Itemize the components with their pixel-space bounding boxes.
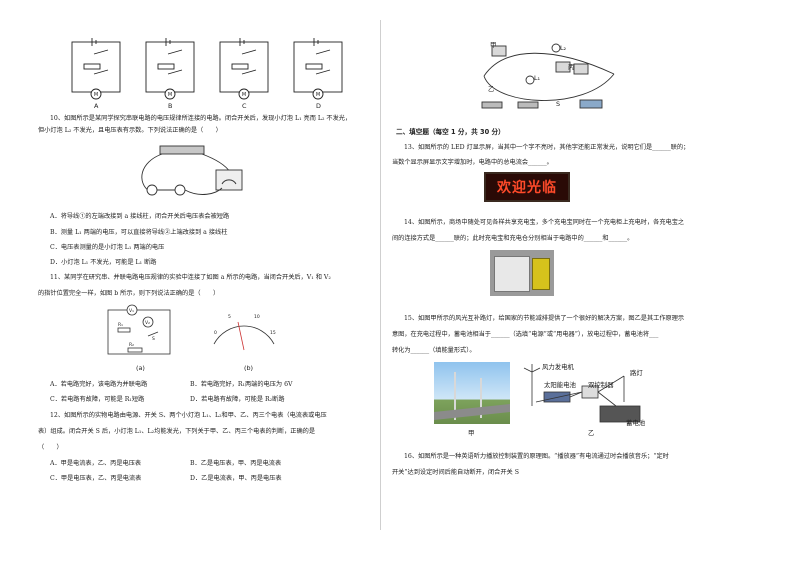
circuit-a <box>71 38 121 100</box>
svg-text:M: M <box>168 92 172 98</box>
fig-label-bing: 丙 <box>568 63 575 71</box>
q10-option-b: B．测量 L₁ 两端的电压，可以直接将导线②上端改接到 a 接线柱 <box>50 229 228 236</box>
q15-line3: 转化为______（填能量形式）。 <box>392 347 476 354</box>
q10-option-a: A．将导线①的左端改接到 a 接线柱，闭合开关后电压表会被短路 <box>50 213 230 220</box>
q11-option-d: D．若电路有故障，可能是 R₂断路 <box>190 396 285 403</box>
q10-circuit-figure <box>141 145 243 196</box>
q11-fig-a-caption: (a) <box>136 364 145 372</box>
q15-label-jia: 甲 <box>468 429 475 437</box>
q14-line1: 14、如图所示，商场中随处可见各样共享充电宝，多个充电宝同时在一个充电柜上充电时… <box>404 219 685 226</box>
svg-text:M: M <box>316 92 320 98</box>
q12-option-b: B．乙是电压表，甲、丙是电流表 <box>190 460 282 467</box>
svg-text:V₁: V₁ <box>129 308 134 314</box>
fig-label-l2: L₂ <box>560 44 567 52</box>
svg-text:M: M <box>94 92 98 98</box>
q11-line2: 的指针位置完全一样，如图 b 所示，则下列说法正确的是（ ） <box>38 290 220 297</box>
q11-line1: 11、某同学在研究串、并联电路电压规律的实验中连接了如图 a 所示的电路，当闭合… <box>50 274 331 281</box>
q11-option-c: C．若电路有故障，可能是 R₁短路 <box>50 396 145 403</box>
q12-line3: （ ） <box>38 444 63 451</box>
q12-option-a: A．甲是电流表，乙、丙是电压表 <box>50 460 142 467</box>
q12-option-d: D．乙是电流表，甲、丙是电压表 <box>190 475 282 482</box>
q15-label-solar: 太阳能电池 <box>544 381 576 389</box>
q11-option-b: B．若电路完好，R₁两端的电压为 6V <box>190 381 293 388</box>
q15-principle-diagram <box>523 364 641 423</box>
circuit-label-c: C <box>242 102 247 110</box>
svg-text:S: S <box>152 336 155 342</box>
section2-title: 二、填空题（每空 1 分，共 30 分） <box>396 128 505 136</box>
svg-text:R₂: R₂ <box>129 342 134 348</box>
led-sign: 欢迎光临 <box>484 172 570 202</box>
svg-text:5: 5 <box>228 314 231 320</box>
q13-line1: 13、如图所示的 LED 灯显示屏，当其中一个字不亮时，其他字还能正常发光，说明… <box>404 144 690 151</box>
circuit-label-b: B <box>168 102 173 110</box>
q15-label-battery: 蓄电池 <box>626 419 646 427</box>
q15-line1: 15、如图甲所示的风光互补路灯，给国家的节能减排提供了一个很好的解决方案，图乙是… <box>404 315 685 322</box>
svg-text:10: 10 <box>254 314 260 320</box>
q11-option-a: A．若电路完好，该电路为并联电路 <box>50 381 148 388</box>
q10-option-c: C．电压表测量的是小灯泡 L₁ 两端的电压 <box>50 244 165 251</box>
q13-line2: 当数个显示屏显示文字增加时，电路中的总电流会______。 <box>392 159 553 166</box>
svg-text:15: 15 <box>270 330 276 336</box>
streetlight-photo <box>434 362 510 424</box>
q12-wiring-figure <box>481 43 615 109</box>
q15-label-controller: 双控制器 <box>588 381 614 389</box>
q11-fig-b-caption: (b) <box>244 364 254 372</box>
left-column: M M M M A B C D 10、如图所示是某同学探究串联电路的电压规律所连接的电… <box>38 0 376 566</box>
svg-text:0: 0 <box>214 330 217 336</box>
circuit-label-d: D <box>316 102 321 110</box>
q11-figures: V₁ V₂ R₁ R₂ S 0 5 10 15 <box>107 304 276 355</box>
fig-label-yi: 乙 <box>488 85 495 93</box>
q12-line1: 12、如图所示的实物电路由电源、开关 S、两个小灯泡 L₁、L₂和甲、乙、丙三个… <box>50 412 327 419</box>
circuit-b <box>145 38 195 100</box>
right-column: 甲 L₂ L₁ 丙 乙 S 二、填空题（每空 1 分，共 30 分） 13、如图… <box>392 0 742 566</box>
fig-label-l1: L₁ <box>534 74 541 82</box>
circuit-label-a: A <box>94 102 99 110</box>
q16-line2: 开关”达到设定时间后能自动断开，闭合开关 S <box>392 469 519 476</box>
circuit-d <box>293 38 343 100</box>
svg-text:M: M <box>242 92 246 98</box>
q10-line2: 但小灯泡 L₂ 不发光，且电压表有示数。下列说法正确的是（ ） <box>38 127 222 134</box>
q10-line1: 10、如图所示是某同学探究串联电路的电压规律所连接的电路。闭合开关后，发现小灯泡… <box>50 115 352 122</box>
svg-text:R₁: R₁ <box>118 322 123 328</box>
fig-label-s: S <box>556 100 561 108</box>
column-divider <box>380 20 381 530</box>
fig-label-jia: 甲 <box>490 41 497 49</box>
circuit-c <box>219 38 269 100</box>
q16-line1: 16、如图所示是一种英语听力播放控制装置的原理图。“播放器”有电流通过时会播放音… <box>404 453 669 460</box>
q14-line2: 间的连接方式是______联的；此时充电宝和充电仓分别相当于电路中的______… <box>392 235 634 242</box>
svg-text:V₂: V₂ <box>145 320 150 326</box>
q15-label-lamp: 路灯 <box>630 369 643 377</box>
led-sign-text: 欢迎光临 <box>497 180 557 196</box>
q15-line2: 意图，在充电过程中，蓄电池相当于______（选填“电源”或“用电器”），放电过… <box>392 331 659 338</box>
q15-label-wind: 风力发电机 <box>542 363 574 371</box>
q12-line2: 表）组成。闭合开关 S 后，小灯泡 L₁、L₂均能发光，下列关于甲、乙、丙三个电… <box>38 428 316 435</box>
q12-option-c: C．甲是电压表，乙、丙是电流表 <box>50 475 142 482</box>
q10-option-d: D．小灯泡 L₁ 不发光，可能是 L₁ 断路 <box>50 259 157 266</box>
q15-label-yi: 乙 <box>588 429 595 437</box>
charger-photo <box>490 250 554 296</box>
